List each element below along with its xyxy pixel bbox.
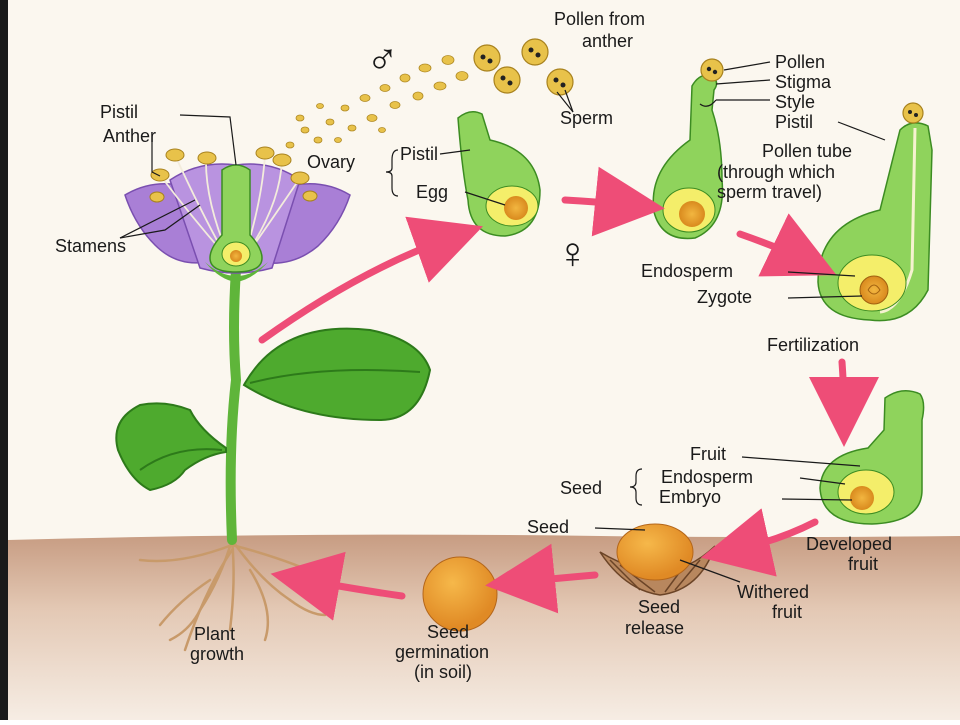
label-style: Style [775, 92, 815, 112]
pollen-grains-large [473, 38, 574, 96]
fruit-stage-embryo [850, 486, 874, 510]
flower-ovule [230, 250, 242, 262]
label-pollen-tube-line1: Pollen tube [762, 141, 852, 161]
label-fertilization: Fertilization [767, 335, 859, 355]
male-symbol: ♂ [366, 35, 399, 84]
label-seed-group: Seed [560, 478, 602, 498]
arrow-pollination-to-fertilization [736, 213, 837, 277]
arrow-germination-to-growth [270, 551, 406, 621]
label-withered-fruit-line2: fruit [772, 602, 802, 622]
flower-anthers [149, 146, 318, 203]
label-pollen-from-anther-line2: anther [582, 31, 633, 51]
label-anther: Anther [103, 126, 156, 146]
leaf-vein-right [249, 369, 421, 384]
fertilization-stage-zygote [859, 275, 889, 305]
plant-stem [225, 265, 242, 545]
label-ovary-pistil: Pistil [400, 144, 438, 164]
leader-lines [119, 61, 886, 583]
plant-leaf-right [242, 327, 432, 422]
label-seed: Seed [527, 517, 569, 537]
label-pistil-right: Pistil [775, 112, 813, 132]
label-pollen-from-anther-line1: Pollen from [554, 9, 645, 29]
label-developed-fruit-line1: Developed [806, 534, 892, 554]
diagram-labels: Pollen from anther Sperm Pistil Anther S… [55, 9, 892, 682]
label-developed-fruit-line2: fruit [848, 554, 878, 574]
cycle-arrows [258, 166, 879, 621]
left-border [0, 0, 8, 720]
label-fruit: Fruit [690, 444, 726, 464]
label-withered-fruit-line1: Withered [737, 582, 809, 602]
flower-petal-right [256, 183, 351, 265]
label-plant-growth-line1: Plant [194, 624, 235, 644]
fertilization-stage-pollen [902, 102, 924, 124]
label-seed-germination-line1: Seed [427, 622, 469, 642]
label-pollen-tube-line2: (through which [717, 162, 835, 182]
label-ovary: Ovary [307, 152, 355, 172]
label-seed-release-line1: Seed [638, 597, 680, 617]
label-endosperm: Endosperm [641, 261, 733, 281]
flower-pistil [209, 164, 263, 273]
arrow-flower-to-ovary [258, 216, 483, 344]
label-stamens: Stamens [55, 236, 126, 256]
arrow-seed-to-germination [485, 543, 599, 614]
leaf-vein-left [139, 448, 223, 471]
label-stigma: Stigma [775, 72, 832, 92]
germinating-seed [422, 556, 498, 632]
label-pollen-tube-line3: sperm travel) [717, 182, 822, 202]
label-plant-growth-line2: growth [190, 644, 244, 664]
label-fruit-endosperm: Endosperm [661, 467, 753, 487]
flower-receptacle [205, 262, 268, 282]
arrow-ovary-to-pollination [561, 166, 665, 237]
arrow-fertilization-to-fruit [808, 358, 879, 447]
label-pollen: Pollen [775, 52, 825, 72]
label-flower-pistil: Pistil [100, 102, 138, 122]
pollination-stage-pollen [700, 58, 724, 82]
female-symbol: ♀ [556, 229, 589, 278]
label-seed-germination-line3: (in soil) [414, 662, 472, 682]
pollen-stream [285, 55, 469, 149]
soil [8, 534, 960, 720]
pollination-stage-egg [679, 201, 705, 227]
label-egg: Egg [416, 182, 448, 202]
ovary-stage-egg [504, 196, 528, 220]
released-seed [616, 523, 694, 581]
arrow-fruit-to-seed-release [700, 508, 819, 577]
label-embryo: Embryo [659, 487, 721, 507]
label-seed-germination-line2: germination [395, 642, 489, 662]
label-zygote: Zygote [697, 287, 752, 307]
label-seed-release-line2: release [625, 618, 684, 638]
label-sperm: Sperm [560, 108, 613, 128]
